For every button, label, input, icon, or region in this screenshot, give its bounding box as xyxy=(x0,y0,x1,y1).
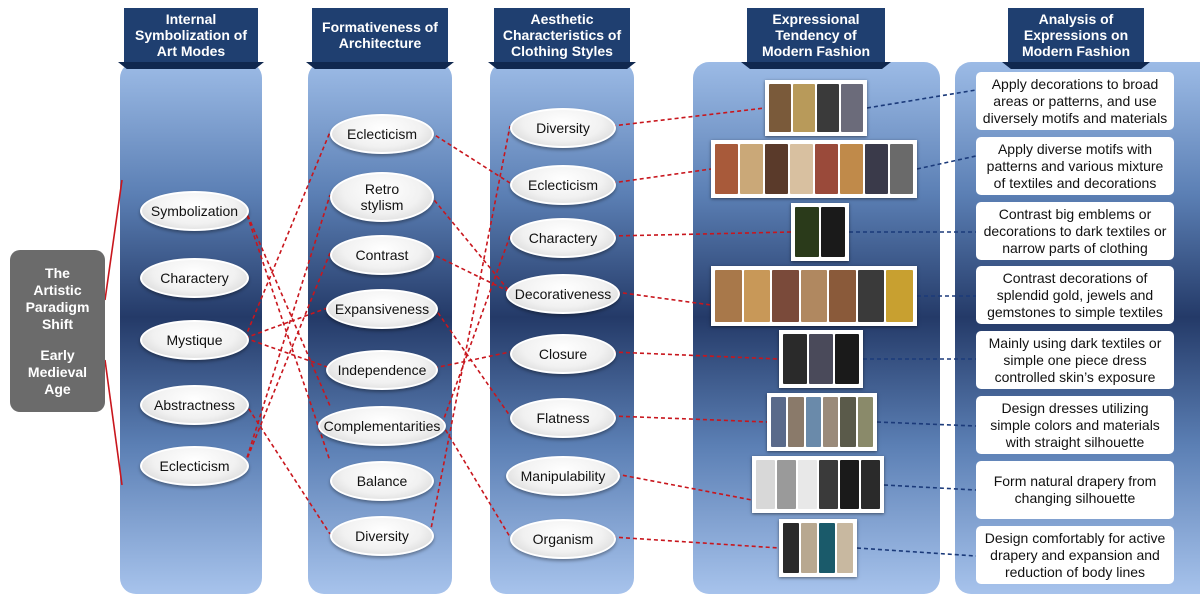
arch-cloth-link xyxy=(441,235,511,425)
fashion-photos-2 xyxy=(711,140,917,198)
fashion-analysis-link xyxy=(876,421,977,427)
cloth-fashion-link xyxy=(611,351,780,360)
fashion-photos-1 xyxy=(765,80,867,136)
cloth-fashion-link xyxy=(615,291,712,306)
header-architecture: Formativeness of Architecture xyxy=(312,8,448,62)
header-clothing: Aesthetic Characteristics of Clothing St… xyxy=(494,8,630,62)
fashion-analysis-link xyxy=(856,547,977,557)
arch-cloth-link xyxy=(433,306,511,417)
cloth-fashion-link xyxy=(611,536,780,549)
paradigm-title: The Artistic Paradigm Shift xyxy=(25,264,90,332)
art-arch-link xyxy=(244,252,331,465)
oval-cloth-organism: Organism xyxy=(510,519,616,559)
analysis-box-8: Design comfortably for active drapery an… xyxy=(976,526,1174,584)
fashion-photos-5 xyxy=(779,330,863,388)
fashion-photos-8 xyxy=(779,519,857,577)
arch-cloth-link xyxy=(429,125,511,535)
cloth-fashion-link xyxy=(611,415,768,423)
oval-abstractness: Abstractness xyxy=(140,385,249,425)
art-arch-link xyxy=(244,208,331,407)
paradigm-era: Early Medieval Age xyxy=(27,346,88,397)
oval-arch-retro-stylism: Retro stylism xyxy=(330,172,434,222)
clothing-column xyxy=(490,62,634,594)
oval-cloth-decorativeness: Decorativeness xyxy=(506,274,620,314)
oval-mystique: Mystique xyxy=(140,320,249,360)
analysis-box-5: Mainly using dark textiles or simple one… xyxy=(976,331,1174,389)
oval-arch-expansiveness: Expansiveness xyxy=(326,289,438,329)
analysis-box-3: Contrast big emblems or decorations to d… xyxy=(976,202,1174,260)
fashion-photos-3 xyxy=(791,203,849,261)
paradigm-box: The Artistic Paradigm Shift Early Mediev… xyxy=(10,250,105,412)
art-arch-link xyxy=(244,306,331,339)
art-arch-link xyxy=(244,337,331,369)
art-arch-link xyxy=(244,194,331,465)
oval-arch-complementarities: Complementarities xyxy=(318,406,446,446)
oval-cloth-flatness: Flatness xyxy=(510,398,616,438)
fashion-photos-6 xyxy=(767,393,877,451)
paradigm-link-top xyxy=(104,179,123,301)
oval-eclecticism: Eclecticism xyxy=(140,446,249,486)
oval-cloth-charactery: Charactery xyxy=(510,218,616,258)
fashion-analysis-link xyxy=(866,89,977,109)
oval-arch-contrast: Contrast xyxy=(330,235,434,275)
arch-cloth-link xyxy=(429,131,511,184)
paradigm-link-bottom xyxy=(104,359,123,486)
fashion-photos-4 xyxy=(711,266,917,326)
oval-arch-eclecticism: Eclecticism xyxy=(330,114,434,154)
oval-cloth-eclecticism: Eclecticism xyxy=(510,165,616,205)
oval-cloth-diversity: Diversity xyxy=(510,108,616,148)
oval-charactery: Charactery xyxy=(140,258,249,298)
analysis-box-4: Contrast decorations of splendid gold, j… xyxy=(976,266,1174,324)
header-art-modes: Internal Symbolization of Art Modes xyxy=(124,8,258,62)
fashion-analysis-link xyxy=(883,484,977,491)
oval-arch-diversity: Diversity xyxy=(330,516,434,556)
analysis-box-6: Design dresses utilizing simple colors a… xyxy=(976,396,1174,454)
oval-symbolization: Symbolization xyxy=(140,191,249,231)
arch-cloth-link xyxy=(441,423,511,538)
analysis-box-1: Apply decorations to broad areas or patt… xyxy=(976,72,1174,130)
analysis-box-7: Form natural drapery from changing silho… xyxy=(976,461,1174,519)
cloth-fashion-link xyxy=(611,231,792,237)
cloth-fashion-link xyxy=(611,107,766,127)
art-arch-link xyxy=(244,131,331,339)
header-modern-fashion: Expressional Tendency of Modern Fashion xyxy=(747,8,885,62)
art-arch-link xyxy=(244,208,331,462)
oval-arch-independence: Independence xyxy=(326,350,438,390)
fashion-analysis-link xyxy=(916,155,977,170)
header-analysis: Analysis of Expressions on Modern Fashio… xyxy=(1008,8,1144,62)
art-arch-link xyxy=(244,402,331,535)
arch-cloth-link xyxy=(429,252,511,293)
arch-cloth-link xyxy=(429,194,511,293)
analysis-box-2: Apply diverse motifs with patterns and v… xyxy=(976,137,1174,195)
oval-cloth-closure: Closure xyxy=(510,334,616,374)
arch-cloth-link xyxy=(433,351,511,369)
cloth-fashion-link xyxy=(611,168,712,184)
oval-cloth-manipulability: Manipulability xyxy=(506,456,620,496)
oval-arch-balance: Balance xyxy=(330,461,434,501)
cloth-fashion-link xyxy=(615,473,753,501)
fashion-photos-7 xyxy=(752,456,884,513)
